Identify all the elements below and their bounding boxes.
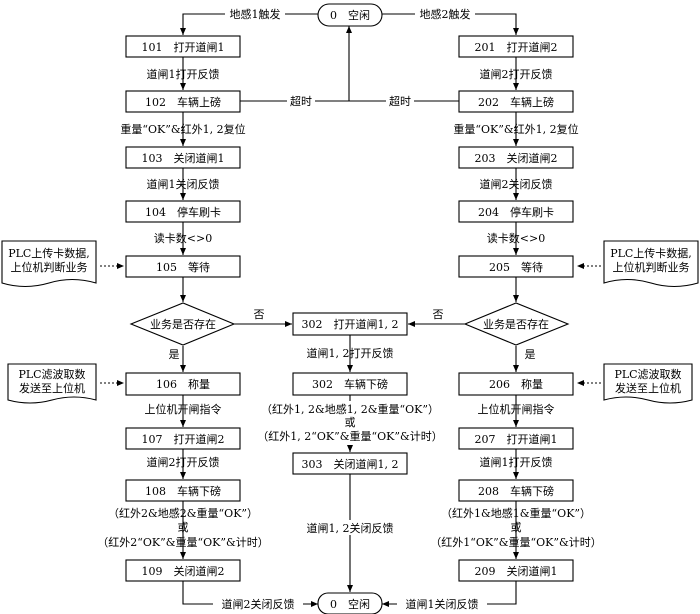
note-filter-right-line2: 发送至上位机: [615, 381, 681, 395]
note-upload-left-line2: 上位机判断业务: [11, 260, 88, 274]
cond-302a-label: 道闸1, 2打开反馈: [307, 346, 394, 360]
idle-top-node: 0 空闲: [317, 3, 383, 27]
note-filter-left: PLC滤波取数 发送至上位机: [7, 363, 97, 404]
cond-206-label: 上位机开闸指令: [478, 402, 555, 416]
cond-208-line1: （红外1&地感1&重量“OK”）: [441, 506, 591, 520]
cond-108-line3: （红外2“OK”&重量“OK”&计时）: [97, 535, 269, 549]
step-207: 207 打开道闸1: [458, 427, 574, 450]
cond-108-line1: （红外2&地感2&重量“OK”）: [108, 506, 258, 520]
step-201: 201 打开道闸2: [458, 35, 574, 58]
step-101: 101 打开道闸1: [125, 35, 241, 58]
step-207-label: 207 打开道闸1: [475, 432, 558, 446]
decision-left-no: 否: [254, 308, 265, 321]
step-105: 105 等待: [125, 255, 241, 278]
step-201-label: 201 打开道闸2: [475, 40, 558, 54]
step-109-label: 109 关闭道闸2: [142, 564, 225, 578]
cond-209-label: 道闸1关闭反馈: [406, 597, 479, 611]
cond-109-label: 道闸2关闭反馈: [222, 597, 295, 611]
cond-302b-line1: （红外1, 2&地感1, 2&重量“OK”）: [261, 402, 439, 416]
step-104: 104 停车刷卡: [125, 200, 241, 223]
step-102: 102 车辆上磅: [125, 90, 241, 113]
timeout-right-label: 超时: [389, 94, 411, 108]
cond-102-label: 重量“OK”&红外1, 2复位: [120, 122, 245, 136]
step-105-label: 105 等待: [156, 260, 210, 274]
step-203-label: 203 关闭道闸2: [475, 151, 558, 165]
note-upload-right-line2: 上位机判断业务: [613, 260, 690, 274]
cond-302b-line2: 或: [345, 416, 356, 429]
cond-101-label: 道闸1打开反馈: [147, 67, 220, 81]
step-202: 202 车辆上磅: [458, 90, 574, 113]
step-302-exit: 302 车辆下磅: [292, 372, 408, 396]
cond-203-label: 道闸2关闭反馈: [480, 177, 553, 191]
note-upload-left-line1: PLC上传卡数据,: [8, 246, 90, 260]
step-108-label: 108 车辆下磅: [145, 484, 221, 498]
step-103-label: 103 关闭道闸1: [142, 151, 225, 165]
step-206: 206 称量: [458, 372, 574, 396]
cond-103-label: 道闸1关闭反馈: [147, 177, 220, 191]
cond-104-label: 读卡数<>0: [154, 231, 212, 245]
step-101-label: 101 打开道闸1: [142, 40, 225, 54]
note-upload-right-line1: PLC上传卡数据,: [610, 246, 692, 260]
decision-left-yes: 是: [169, 348, 180, 361]
note-filter-left-line2: 发送至上位机: [19, 381, 85, 395]
step-205-label: 205 等待: [489, 260, 543, 274]
step-303: 303 关闭道闸1, 2: [292, 452, 408, 475]
step-208-label: 208 车辆下磅: [478, 484, 554, 498]
cond-107-label: 道闸2打开反馈: [147, 455, 220, 469]
cond-201-label: 道闸2打开反馈: [480, 67, 553, 81]
step-108: 108 车辆下磅: [125, 479, 241, 502]
step-107: 107 打开道闸2: [125, 427, 241, 450]
timeout-left-label: 超时: [290, 94, 312, 108]
step-204-label: 204 停车刷卡: [478, 205, 554, 219]
cond-106-label: 上位机开闸指令: [145, 402, 222, 416]
cond-302b-line3: （红外1, 2“OK”&重量“OK”&计时）: [257, 429, 443, 443]
idle-bottom-node: 0 空闲: [317, 592, 383, 614]
step-109: 109 关闭道闸2: [125, 559, 241, 582]
step-106-label: 106 称量: [156, 377, 210, 391]
cond-207-label: 道闸1打开反馈: [480, 455, 553, 469]
step-102-label: 102 车辆上磅: [145, 95, 221, 109]
decision-right: 业务是否存在: [463, 302, 570, 346]
step-302-open: 302 打开道闸1, 2: [292, 312, 408, 336]
step-302-exit-label: 302 车辆下磅: [312, 377, 388, 391]
idle-bottom-label: 0 空闲: [330, 597, 370, 611]
cond-303-label: 道闸1, 2关闭反馈: [307, 521, 394, 535]
cond-202-label: 重量“OK”&红外1, 2复位: [453, 122, 578, 136]
note-filter-right: PLC滤波取数 发送至上位机: [603, 363, 693, 404]
edge-labels: 地感1触发 地感2触发 超时 超时 道闸1打开反馈 重量“OK”&红外1, 2复…: [97, 6, 602, 611]
decision-left-label: 业务是否存在: [150, 317, 216, 331]
step-302-open-label: 302 打开道闸1, 2: [302, 317, 399, 331]
step-303-label: 303 关闭道闸1, 2: [302, 457, 399, 471]
step-205: 205 等待: [458, 255, 574, 278]
step-204: 204 停车刷卡: [458, 200, 574, 223]
cond-208-line2: 或: [511, 521, 522, 534]
step-104-label: 104 停车刷卡: [145, 205, 221, 219]
decision-right-label: 业务是否存在: [483, 317, 549, 331]
cond-208-line3: （红外1“OK”&重量“OK”&计时）: [430, 535, 602, 549]
cond-108-line2: 或: [178, 521, 189, 534]
note-upload-left: PLC上传卡数据, 上位机判断业务: [1, 240, 97, 288]
cond-204-label: 读卡数<>0: [487, 231, 545, 245]
step-209: 209 关闭道闸1: [458, 559, 574, 582]
note-filter-left-line1: PLC滤波取数: [18, 368, 85, 381]
decision-right-yes: 是: [525, 348, 536, 361]
step-206-label: 206 称量: [489, 377, 543, 391]
step-106: 106 称量: [125, 372, 241, 396]
trigger-right-label: 地感2触发: [420, 7, 471, 21]
step-202-label: 202 车辆上磅: [478, 95, 554, 109]
step-203: 203 关闭道闸2: [458, 146, 574, 169]
decision-left: 业务是否存在: [129, 302, 236, 346]
note-filter-right-line1: PLC滤波取数: [614, 368, 681, 381]
step-103: 103 关闭道闸1: [125, 146, 241, 169]
idle-top-label: 0 空闲: [330, 8, 370, 22]
decision-right-no: 否: [433, 308, 444, 321]
step-208: 208 车辆下磅: [458, 479, 574, 502]
step-107-label: 107 打开道闸2: [142, 432, 225, 446]
trigger-left-label: 地感1触发: [230, 7, 281, 21]
note-upload-right: PLC上传卡数据, 上位机判断业务: [603, 240, 699, 288]
step-209-label: 209 关闭道闸1: [475, 564, 558, 578]
